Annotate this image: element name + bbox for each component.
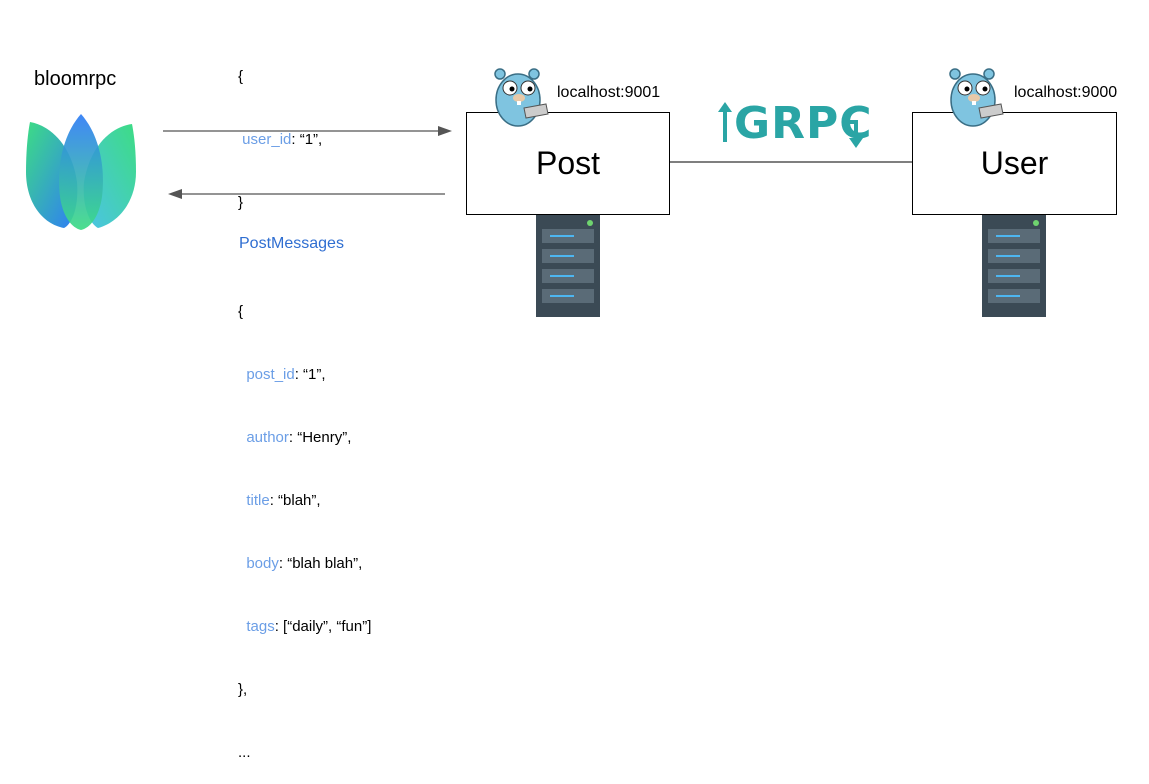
user-service-host: localhost:9000 <box>1014 84 1118 101</box>
post-service-box: Post <box>466 112 670 215</box>
field-key: tags <box>246 618 275 635</box>
response-arrowhead <box>168 189 182 199</box>
response-field: post_id: “1”, <box>238 364 371 385</box>
gopher-icon <box>949 68 1004 127</box>
field-key: user_id <box>242 131 292 148</box>
grpc-logo: GRPC <box>716 98 872 158</box>
request-open-brace: { <box>238 68 244 85</box>
response-field: author: “Henry”, <box>238 427 371 448</box>
response-open-brace: { <box>238 303 244 320</box>
response-field: tags: [“daily”, “fun”] <box>238 616 371 637</box>
service-name: Post <box>535 145 601 181</box>
response-field: body: “blah blah”, <box>238 553 371 574</box>
field-key: author <box>246 429 289 446</box>
field-value: : “Henry”, <box>288 429 352 446</box>
gopher-icon <box>494 68 549 127</box>
grpc-arrow-icon <box>718 102 732 142</box>
field-value: : “blah”, <box>269 492 321 509</box>
field-value: : “blah blah”, <box>278 555 363 572</box>
request-arrowhead <box>438 126 452 136</box>
user-service-box: User <box>912 112 1117 215</box>
field-key: post_id <box>246 366 295 383</box>
field-value: : [“daily”, “fun”] <box>274 618 372 635</box>
request-close-brace: } <box>238 194 244 211</box>
field-value: : “1”, <box>294 366 326 383</box>
request-json: { user_id: “1”, } <box>238 24 322 234</box>
response-close-brace: }, <box>238 681 248 698</box>
field-value: : “1”, <box>291 131 323 148</box>
post-service-host: localhost:9001 <box>557 84 661 101</box>
request-field: user_id: “1”, <box>238 129 322 150</box>
service-name: User <box>980 145 1049 181</box>
bloomrpc-logo <box>26 114 136 230</box>
server-icon <box>982 215 1046 317</box>
response-title: PostMessages <box>239 235 344 252</box>
response-ellipsis: ... <box>238 744 251 761</box>
server-icon <box>536 215 600 317</box>
grpc-return-icon <box>844 120 863 148</box>
response-field: title: “blah”, <box>238 490 371 511</box>
field-key: body <box>246 555 279 572</box>
client-name: bloomrpc <box>34 68 117 90</box>
connector-layer <box>163 126 912 199</box>
field-key: title <box>246 492 270 509</box>
